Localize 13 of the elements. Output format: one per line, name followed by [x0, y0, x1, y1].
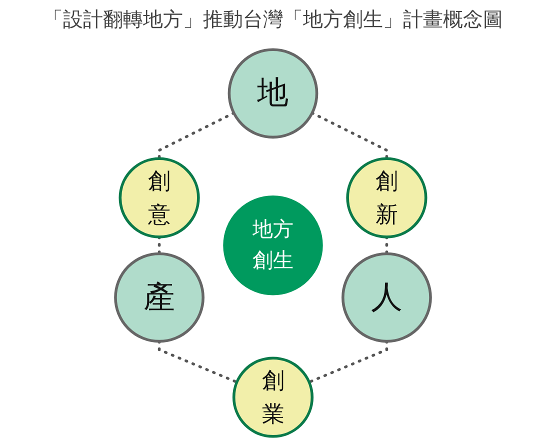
dotted-connector — [308, 340, 388, 384]
dotted-connector — [158, 236, 161, 256]
concept-circle: 地方創生 — [223, 195, 323, 296]
dotted-connector — [385, 236, 388, 256]
concept-circle: 創意 — [118, 157, 200, 238]
diagram-title: 「設計翻轉地方」推動台灣「地方創生」計畫概念圖 — [42, 6, 504, 33]
dotted-connector — [310, 112, 388, 160]
concept-circle: 創新 — [346, 157, 428, 238]
concept-circle: 創業 — [232, 356, 314, 438]
concept-circle: 產 — [114, 252, 204, 343]
concept-circle: 人 — [342, 252, 432, 343]
dotted-connector — [158, 340, 238, 384]
dotted-connector — [158, 112, 236, 160]
